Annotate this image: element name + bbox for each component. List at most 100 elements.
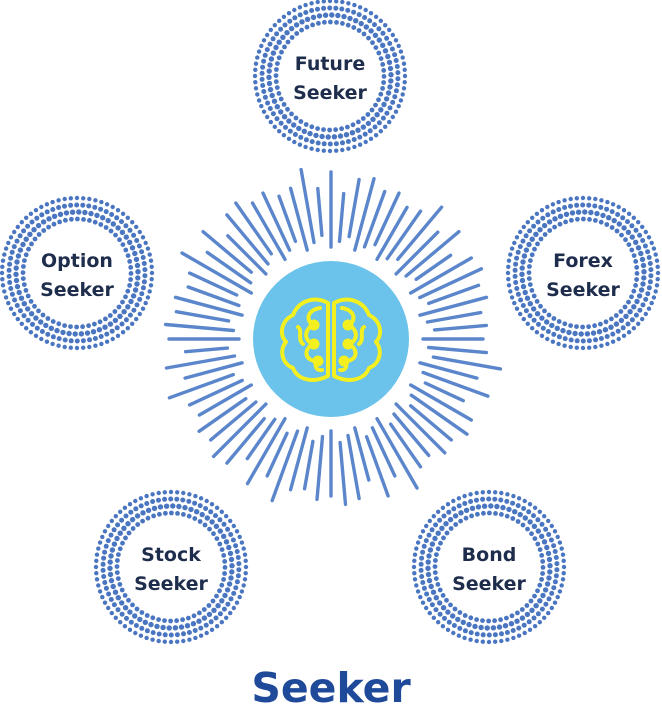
ring-dot <box>226 544 232 551</box>
ring-dot <box>3 246 9 251</box>
ring-dot <box>515 503 521 509</box>
ring-dot <box>39 329 45 334</box>
ring-dot <box>648 273 654 279</box>
node-bond[interactable]: Bond Seeker <box>411 489 567 645</box>
ring-dot <box>121 309 127 315</box>
ring-dot <box>521 253 528 259</box>
ring-dot <box>150 492 155 497</box>
ring-dot <box>310 22 315 28</box>
ring-dot <box>598 321 603 327</box>
ring-dot <box>619 232 624 238</box>
ring-dot <box>462 613 468 618</box>
ring-dot <box>515 291 521 297</box>
ring-dot <box>175 490 180 495</box>
node-forex[interactable]: Forex Seeker <box>505 195 661 351</box>
ring-dot <box>360 116 366 121</box>
ring-dot <box>569 217 574 223</box>
ring-dot <box>39 212 45 218</box>
ring-dot <box>605 199 610 205</box>
ring-dot <box>129 245 136 251</box>
ring-dot <box>21 282 27 287</box>
ring-dot <box>525 220 530 225</box>
ring-dot <box>427 518 432 524</box>
ring-dot <box>261 38 267 43</box>
ring-dot <box>144 493 149 499</box>
ring-dot <box>34 325 40 331</box>
ring-dot <box>347 15 353 22</box>
node-future[interactable]: Future Seeker <box>252 0 408 154</box>
node-option[interactable]: Option Seeker <box>0 195 155 351</box>
ring-dot <box>376 120 382 126</box>
ring-dot <box>625 321 631 327</box>
ring-dot <box>202 522 208 528</box>
ring-dot <box>219 509 224 514</box>
node-stock[interactable]: Stock Seeker <box>93 489 249 645</box>
ring-dot <box>625 229 632 235</box>
ring-dot <box>88 210 94 217</box>
ring-dot <box>499 490 504 496</box>
ring-dot <box>368 11 374 16</box>
ring-dot <box>213 523 220 529</box>
ring-dot <box>615 328 621 334</box>
ring-dot <box>134 316 139 322</box>
ring-dot <box>44 339 50 344</box>
ring-dot <box>6 300 11 306</box>
ray <box>362 189 387 249</box>
ring-dot <box>274 67 279 72</box>
ring-dot <box>309 139 315 145</box>
ring-dot <box>138 496 144 501</box>
ring-dot <box>68 196 73 201</box>
ring-dot <box>272 23 277 28</box>
ring-dot <box>93 198 98 203</box>
ring-dot <box>372 32 379 38</box>
ring-dot <box>368 136 374 141</box>
ring-dot <box>130 220 135 225</box>
ring-dot <box>362 15 368 20</box>
ring-dot <box>458 518 463 524</box>
ring-dot <box>537 620 542 625</box>
ring-dot <box>327 141 333 147</box>
ring-dot <box>102 580 108 585</box>
ring-dot <box>315 6 320 12</box>
ring-dot <box>145 295 151 300</box>
ring-dot <box>386 59 393 66</box>
ring-dot <box>561 571 566 576</box>
ring-dot <box>209 502 215 507</box>
ray <box>375 205 409 261</box>
ring-dot <box>285 106 290 112</box>
ring-dot <box>131 232 137 238</box>
ring-dot <box>75 216 80 222</box>
ring-dot <box>224 514 229 519</box>
ring-dot <box>68 324 73 329</box>
ring-dot <box>525 321 530 326</box>
ring-dot <box>41 228 47 233</box>
ring-dot <box>213 513 218 519</box>
ring-dot <box>50 341 55 347</box>
ring-dot <box>286 118 292 124</box>
ring-dot <box>125 304 131 310</box>
ring-dot <box>51 213 58 219</box>
ring-dot <box>530 215 535 220</box>
ring-dot <box>117 237 122 243</box>
ring-dot <box>44 202 50 207</box>
ring-dot <box>434 552 439 557</box>
ray <box>385 209 423 261</box>
ring-dot <box>276 55 282 61</box>
ring-dot <box>506 258 512 263</box>
ring-dot <box>316 20 321 26</box>
ring-dot <box>140 306 146 311</box>
ring-dot <box>640 262 647 269</box>
ring-dot <box>395 76 401 82</box>
ring-dot <box>119 219 124 225</box>
ray <box>187 378 244 407</box>
ray <box>409 256 473 295</box>
ring-dot <box>106 605 111 611</box>
ring-dot <box>327 0 333 4</box>
ring-dot <box>269 92 275 99</box>
ring-dot <box>614 228 620 234</box>
ring-dot <box>456 633 462 638</box>
ring-dot <box>222 592 228 599</box>
ring-dot <box>509 246 515 251</box>
ring-dot <box>268 27 273 33</box>
ring-dot <box>14 283 21 290</box>
